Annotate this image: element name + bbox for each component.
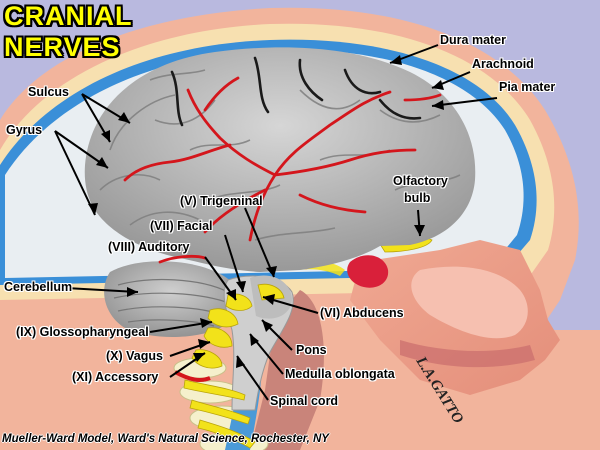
label-pons: Pons (296, 343, 327, 357)
label-sulcus: Sulcus (28, 85, 69, 99)
label-pia-mater: Pia mater (499, 80, 556, 94)
image-credit: Mueller-Ward Model, Ward's Natural Scien… (2, 433, 329, 445)
label-olfactory-line1: Olfactory (393, 174, 448, 188)
label-olfactory-line2: bulb (404, 191, 431, 205)
nasal-cavity (411, 266, 528, 339)
label-trigeminal: (V) Trigeminal (180, 194, 263, 208)
nerve-bundles (183, 283, 285, 449)
label-abducens: (VI) Abducens (320, 306, 404, 320)
label-gyrus: Gyrus (6, 123, 43, 137)
label-vagus: (X) Vagus (106, 349, 163, 363)
cerebrum-shape (84, 47, 476, 273)
gyri-folds (99, 69, 461, 241)
title-line1: CRANIAL (4, 1, 133, 31)
sulci-dark (170, 56, 422, 127)
label-dura-mater: Dura mater (440, 33, 506, 47)
label-accessory: (XI) Accessory (72, 370, 159, 384)
label-cerebellum: Cerebellum (4, 280, 73, 294)
vertebral-artery (174, 370, 211, 382)
arrow-heads (88, 55, 444, 368)
pharynx (250, 290, 324, 450)
label-glossopharyngeal: (IX) Glossopharyngeal (16, 325, 149, 339)
label-spinal-cord: Spinal cord (270, 394, 339, 408)
cerebral-vessels (123, 76, 442, 264)
label-medulla-oblongata: Medulla oblongata (285, 367, 395, 381)
sphenoid-sinus (347, 255, 389, 288)
label-arachnoid: Arachnoid (472, 57, 534, 71)
cerebellum-shape (104, 261, 239, 337)
title-line2: NERVES (4, 32, 121, 62)
label-auditory: (VIII) Auditory (108, 240, 190, 254)
label-facial: (VII) Facial (150, 219, 213, 233)
palate (400, 340, 535, 368)
